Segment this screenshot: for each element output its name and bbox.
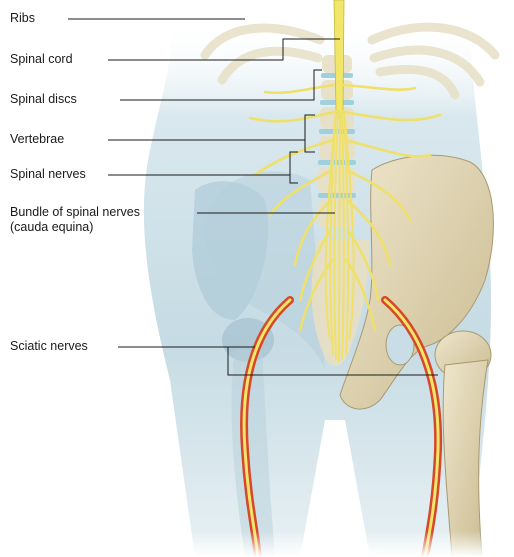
label-spinal-discs: Spinal discs: [10, 92, 77, 107]
label-vertebrae: Vertebrae: [10, 132, 64, 147]
label-ribs: Ribs: [10, 11, 35, 26]
label-sciatic-nerves: Sciatic nerves: [10, 339, 88, 354]
label-cauda-equina: Bundle of spinal nerves (cauda equina): [10, 205, 210, 235]
label-spinal-nerves: Spinal nerves: [10, 167, 86, 182]
label-cauda-equina-line1: Bundle of spinal nerves: [10, 205, 210, 220]
bottom-fade: [0, 470, 514, 557]
label-cauda-equina-line2: (cauda equina): [10, 220, 210, 235]
label-spinal-cord: Spinal cord: [10, 52, 73, 67]
spinal-cord: [334, 0, 344, 118]
